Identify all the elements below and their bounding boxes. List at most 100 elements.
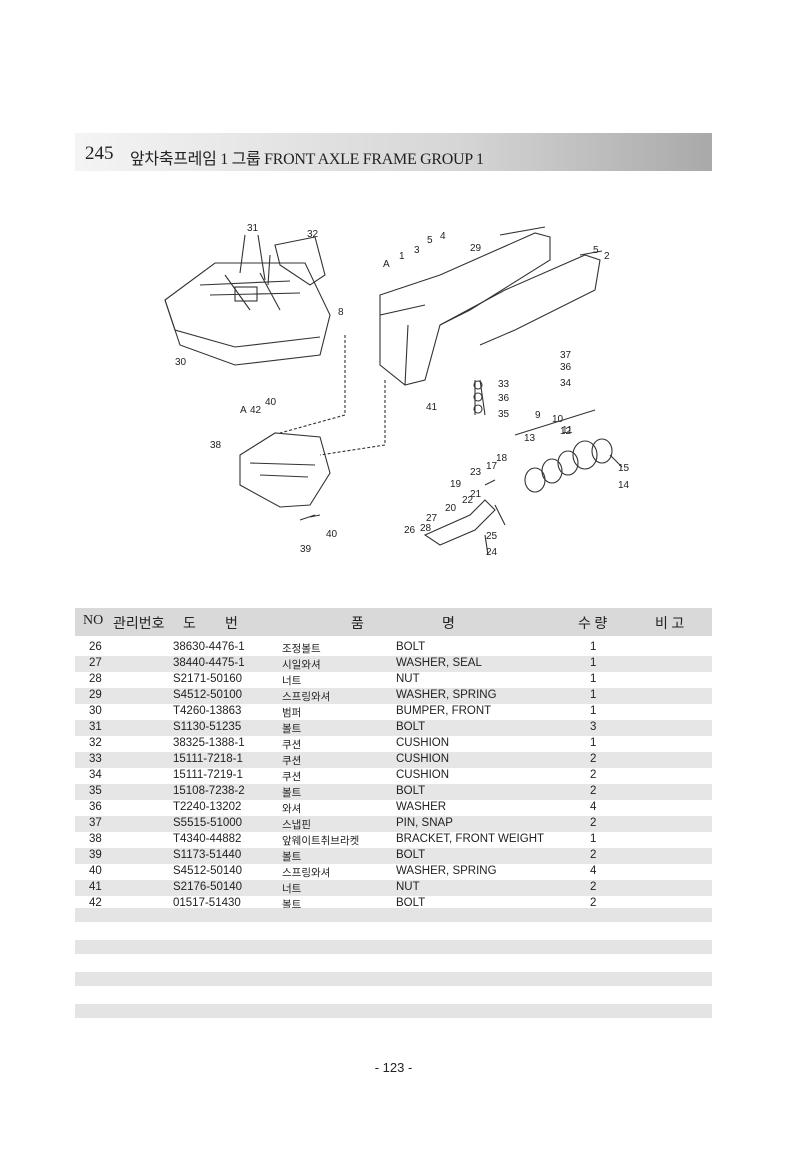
svg-text:39: 39 — [300, 544, 312, 555]
svg-text:14: 14 — [618, 480, 630, 491]
svg-text:42: 42 — [250, 405, 262, 416]
part-quantity: 2 — [590, 817, 597, 829]
part-code: T4340-44882 — [173, 833, 242, 845]
svg-text:35: 35 — [498, 409, 510, 420]
parts-table-header: NO 관리번호 도 번 품 명 수 량 비 고 — [75, 608, 712, 636]
row-number: 38 — [89, 833, 102, 845]
part-name-english: WASHER — [396, 801, 447, 813]
svg-text:5: 5 — [427, 235, 433, 246]
row-number: 31 — [89, 721, 102, 733]
row-number: 42 — [89, 897, 102, 909]
empty-row-band — [75, 972, 712, 986]
part-name-english: NUT — [396, 673, 420, 685]
part-quantity: 1 — [590, 833, 597, 845]
svg-text:10: 10 — [552, 414, 564, 425]
row-number: 28 — [89, 673, 102, 685]
svg-text:22: 22 — [462, 495, 474, 506]
row-number: 39 — [89, 849, 102, 861]
part-name-korean: 쿠션 — [282, 755, 302, 767]
svg-text:24: 24 — [486, 547, 498, 558]
svg-text:3: 3 — [414, 245, 420, 256]
part-name-english: BOLT — [396, 849, 426, 861]
header-name-1: 품 — [351, 617, 364, 632]
section-title-bar: 245 앞차축프레임 1 그룹 FRONT AXLE FRAME GROUP 1 — [75, 133, 712, 171]
svg-text:13: 13 — [524, 433, 536, 444]
part-name-korean: 스냅핀 — [282, 819, 311, 831]
part-name-english: PIN, SNAP — [396, 817, 453, 829]
svg-text:30: 30 — [175, 357, 187, 368]
header-quantity: 수 량 — [578, 617, 608, 632]
part-code: S1173-51440 — [173, 849, 242, 861]
row-number: 34 — [89, 769, 102, 781]
section-title: 앞차축프레임 1 그룹 FRONT AXLE FRAME GROUP 1 — [130, 151, 484, 168]
part-name-korean: 앞웨이트취브라켓 — [282, 835, 360, 847]
part-name-korean: 범퍼 — [282, 707, 302, 719]
cushion-part — [274, 236, 326, 286]
header-drawing-1: 도 — [183, 617, 196, 632]
svg-text:9: 9 — [535, 410, 541, 421]
part-name-korean: 볼트 — [282, 787, 302, 799]
svg-text:36: 36 — [560, 362, 572, 373]
part-name-korean: 너트 — [282, 883, 302, 895]
svg-text:23: 23 — [470, 467, 482, 478]
part-name-korean: 쿠션 — [282, 739, 302, 751]
axle-frame-part — [379, 226, 603, 386]
page-number: - 123 - — [374, 1060, 413, 1075]
section-number: 245 — [85, 143, 114, 164]
part-quantity: 1 — [590, 689, 597, 701]
adjusting-linkage-part — [423, 479, 506, 556]
svg-text:31: 31 — [247, 223, 259, 234]
part-name-english: CUSHION — [396, 753, 450, 765]
part-name-english: CUSHION — [396, 737, 450, 749]
part-name-english: BOLT — [396, 897, 426, 909]
part-quantity: 1 — [590, 737, 597, 749]
svg-text:28: 28 — [420, 523, 432, 534]
svg-text:20: 20 — [445, 503, 457, 514]
part-code: S5515-51000 — [173, 817, 243, 829]
part-quantity: 1 — [590, 641, 597, 653]
empty-row-band — [75, 1004, 712, 1018]
part-name-english: BOLT — [396, 641, 426, 653]
row-number: 26 — [89, 641, 102, 653]
part-code: 01517-51430 — [173, 897, 241, 909]
svg-text:40: 40 — [265, 397, 277, 408]
row-number: 35 — [89, 785, 102, 797]
row-number: 33 — [89, 753, 102, 765]
part-code: 38630-4476-1 — [173, 641, 245, 653]
part-name-korean: 스프링와셔 — [282, 691, 331, 703]
part-name-english: NUT — [396, 881, 420, 893]
row-number: 32 — [89, 737, 102, 749]
empty-row-band — [75, 940, 712, 954]
part-name-korean: 시일와셔 — [282, 659, 321, 671]
svg-text:17: 17 — [486, 461, 498, 472]
svg-text:33: 33 — [498, 379, 510, 390]
part-quantity: 3 — [590, 721, 597, 733]
part-code: S4512-50140 — [173, 865, 243, 877]
part-code: S2171-50160 — [173, 673, 243, 685]
part-name-english: WASHER, SPRING — [396, 865, 497, 877]
part-name-english: CUSHION — [396, 769, 450, 781]
part-code: 15108-7238-2 — [173, 785, 245, 797]
part-name-korean: 볼트 — [282, 851, 302, 863]
svg-text:26: 26 — [404, 525, 416, 536]
svg-text:A: A — [383, 259, 390, 270]
part-quantity: 1 — [590, 705, 597, 717]
header-remarks: 비 고 — [655, 617, 685, 632]
row-number: 41 — [89, 881, 102, 893]
part-code: 38440-4475-1 — [173, 657, 245, 669]
part-name-english: BRACKET, FRONT WEIGHT — [396, 833, 545, 845]
part-quantity: 2 — [590, 849, 597, 861]
svg-text:5: 5 — [593, 245, 599, 256]
part-code: T2240-13202 — [173, 801, 242, 813]
svg-text:8: 8 — [338, 307, 344, 318]
part-name-english: BOLT — [396, 721, 426, 733]
header-name-2: 명 — [442, 617, 455, 632]
